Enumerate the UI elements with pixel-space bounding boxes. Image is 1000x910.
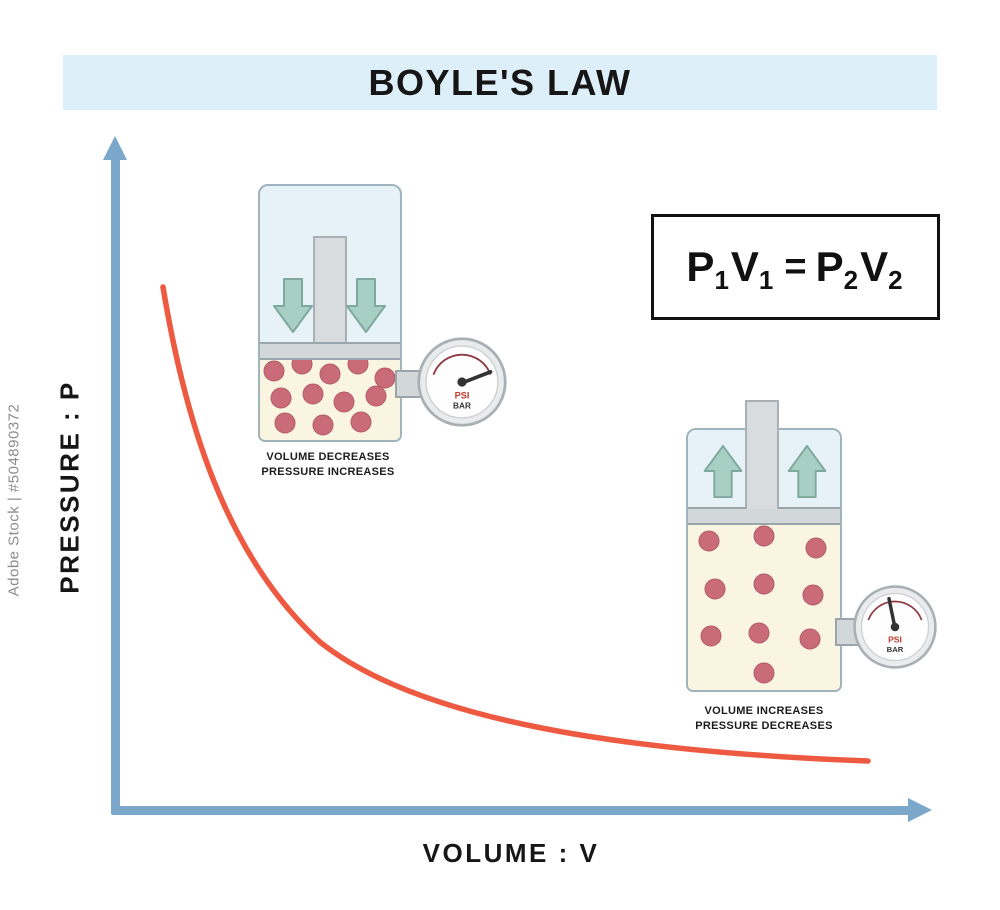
gas-molecule [799,628,821,650]
gas-molecule [319,363,341,385]
gauge-unit-bar: BAR [453,402,471,411]
gas-molecule [704,578,726,600]
gas-molecule [700,625,722,647]
formula-v2: V [860,243,889,290]
gauge-unit-bar: BAR [887,645,904,654]
page-title: BOYLE'S LAW [368,61,632,103]
caption-line: VOLUME INCREASES [704,705,824,717]
x-axis-arrowhead-icon [908,798,932,822]
gas-molecule [270,387,292,409]
formula-p2: P [815,243,844,290]
formula-equals: = [784,245,807,288]
caption-line: VOLUME DECREASES [266,451,390,463]
piston-rod [745,400,779,509]
caption-expanded: VOLUME INCREASES PRESSURE DECREASES [664,704,864,735]
gas-molecule [274,412,296,434]
gas-molecule [365,385,387,407]
gas-molecule [802,584,824,606]
gas-molecule [805,537,827,559]
cylinder-compressed [258,184,402,442]
gas-molecule [333,391,355,413]
formula-v1-sub: 1 [758,264,774,295]
gas-molecule [753,573,775,595]
piston-expanded: PSI BAR VOLUME INCREASES PRESSURE DECREA… [686,400,946,732]
up-arrow-icon [787,444,827,498]
title-banner: BOYLE'S LAW [63,55,937,110]
caption-compressed: VOLUME DECREASES PRESSURE INCREASES [228,450,428,481]
gas-molecule [748,622,770,644]
up-arrow-icon [703,444,743,498]
caption-line: PRESSURE DECREASES [695,720,833,733]
formula-v2-sub: 2 [888,264,903,295]
down-arrow-icon [346,278,386,333]
y-axis-line [111,158,120,810]
gauge-needle-hub [457,377,467,387]
caption-line: PRESSURE INCREASES [261,466,395,479]
pressure-gauge-low: PSI BAR [853,585,937,669]
piston-compressed: PSI BAR VOLUME DECREASES PRESSURE INCREA… [258,184,518,478]
stock-watermark: Adobe Stock | #504890372 [5,403,23,597]
x-axis-line [111,806,911,815]
piston-plate [688,507,840,525]
gas-chamber-compressed [260,353,400,440]
gas-molecule [350,411,372,433]
gas-molecule [263,360,285,382]
gas-molecule [753,662,775,684]
gas-molecule [698,530,720,552]
gauge-scale-arc [867,600,923,621]
gas-chamber-expanded [688,521,840,690]
gas-molecule [302,383,324,405]
gauge-unit-psi: PSI [888,634,902,644]
gas-molecule [312,414,334,436]
gas-molecule [753,525,775,547]
gauge-needle-hub [890,622,900,632]
gauge-unit-psi: PSI [455,391,470,401]
pressure-gauge-high: PSI BAR [417,337,507,427]
formula-p1-sub: 1 [714,264,729,295]
down-arrow-icon [273,278,313,333]
y-axis-arrowhead-icon [103,136,127,160]
piston-plate [260,342,400,360]
x-axis-label: VOLUME : V [422,838,600,868]
formula-p1: P [686,243,715,290]
formula-p2-sub: 2 [843,264,859,295]
formula-v1: V [730,243,759,290]
y-axis-label: PRESSURE : P [54,380,85,594]
piston-rod [313,236,347,346]
